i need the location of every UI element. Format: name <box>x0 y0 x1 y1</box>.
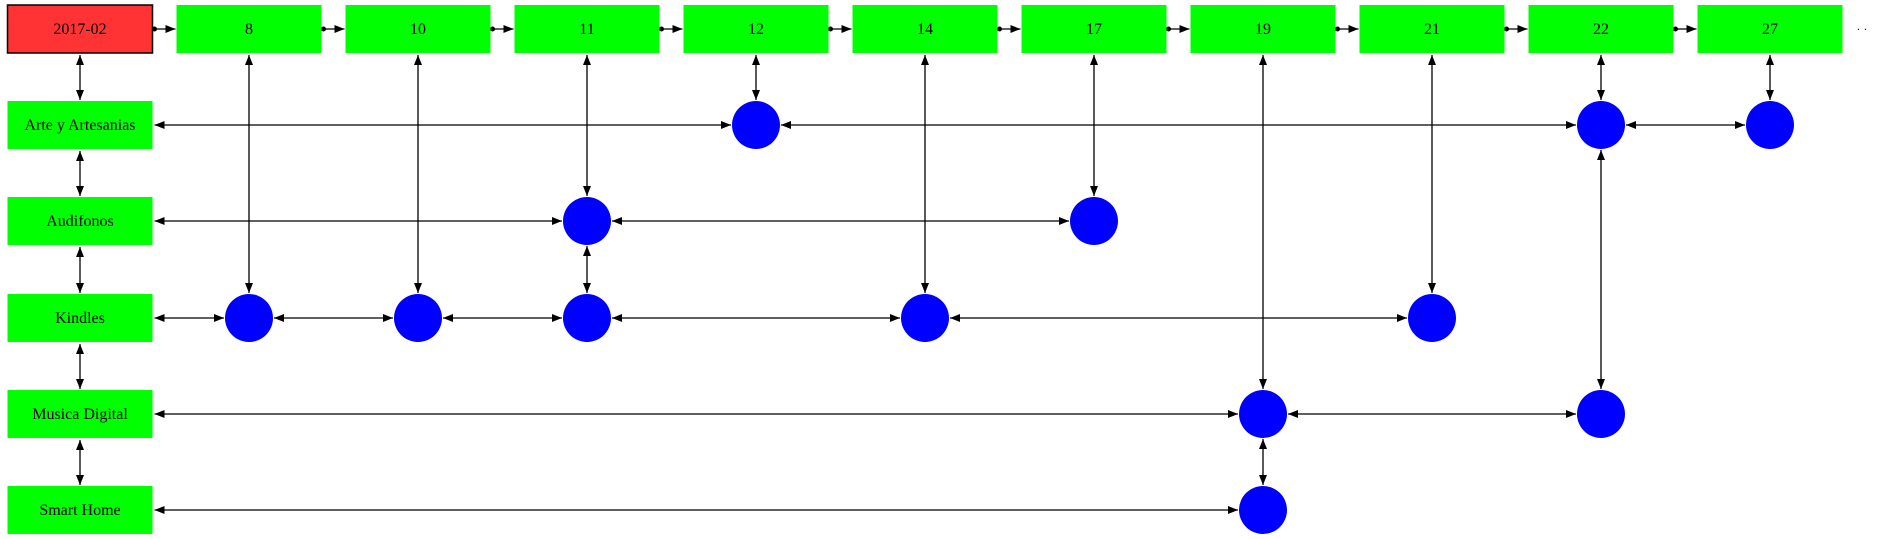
header-edge-2-diamond <box>490 26 495 32</box>
header-continuation-dots: · · <box>1857 22 1868 36</box>
day-node-17: 17 <box>1021 5 1167 53</box>
header-edge-9-diamond <box>1673 26 1678 32</box>
day-node-27-box <box>1697 5 1843 53</box>
day-node-17-label: 17 <box>1086 21 1102 38</box>
day-node-8-box <box>176 5 322 53</box>
day-node-27: 27 <box>1697 5 1843 53</box>
day-node-11-label: 11 <box>579 21 594 38</box>
dot-arte-y-artesanias-27 <box>1746 101 1794 149</box>
header-edge-1-diamond <box>321 26 326 32</box>
day-node-10: 10 <box>345 5 491 53</box>
day-node-22-box <box>1528 5 1674 53</box>
category-node-kindles: Kindles <box>7 294 153 342</box>
dot-kindles-21 <box>1408 294 1456 342</box>
day-node-12: 12 <box>683 5 829 53</box>
header-edge-6-diamond <box>1166 26 1171 32</box>
day-node-8-label: 8 <box>245 21 253 38</box>
day-node-21-box <box>1359 5 1505 53</box>
category-node-smart-home-label: Smart Home <box>39 502 120 519</box>
day-node-10-box <box>345 5 491 53</box>
header-edge-8-diamond <box>1504 26 1509 32</box>
day-node-22: 22 <box>1528 5 1674 53</box>
header-edge-5-diamond <box>997 26 1002 32</box>
day-node-14-label: 14 <box>917 21 933 38</box>
header-edge-3-diamond <box>659 26 664 32</box>
edges <box>76 25 1774 514</box>
day-node-10-label: 10 <box>410 21 426 38</box>
day-node-14: 14 <box>852 5 998 53</box>
category-node-arte-y-artesanias-label: Arte y Artesanias <box>24 117 135 134</box>
dot-audifonos-17 <box>1070 197 1118 245</box>
day-node-21-label: 21 <box>1424 21 1440 38</box>
root-node: 2017-02 <box>6 4 154 54</box>
category-node-musica-digital: Musica Digital <box>7 390 153 438</box>
day-node-14-box <box>852 5 998 53</box>
root-node-box <box>6 4 154 54</box>
day-node-19-box <box>1190 5 1336 53</box>
dot-kindles-10 <box>394 294 442 342</box>
day-node-17-box <box>1021 5 1167 53</box>
day-node-22-label: 22 <box>1593 21 1609 38</box>
day-node-21: 21 <box>1359 5 1505 53</box>
category-node-musica-digital-label: Musica Digital <box>32 406 128 423</box>
day-node-12-label: 12 <box>748 21 764 38</box>
day-node-11: 11 <box>514 5 660 53</box>
header-edge-7-diamond <box>1335 26 1340 32</box>
day-node-11-box <box>514 5 660 53</box>
category-node-arte-y-artesanias: Arte y Artesanias <box>7 101 153 149</box>
dot-kindles-14 <box>901 294 949 342</box>
dot-kindles-11 <box>563 294 611 342</box>
category-node-audifonos: Audifonos <box>7 197 153 245</box>
category-node-audifonos-box <box>7 197 153 245</box>
category-node-smart-home: Smart Home <box>7 486 153 534</box>
dot-musica-digital-19 <box>1239 390 1287 438</box>
dot-musica-digital-22 <box>1577 390 1625 438</box>
category-node-kindles-box <box>7 294 153 342</box>
category-node-musica-digital-box <box>7 390 153 438</box>
category-node-audifonos-label: Audifonos <box>46 213 114 230</box>
category-node-kindles-label: Kindles <box>55 310 105 327</box>
dot-arte-y-artesanias-12 <box>732 101 780 149</box>
header-edge-4-diamond <box>828 26 833 32</box>
dot-smart-home-19 <box>1239 486 1287 534</box>
dot-arte-y-artesanias-22 <box>1577 101 1625 149</box>
day-node-27-label: 27 <box>1762 21 1778 38</box>
root-node-label: 2017-02 <box>53 21 106 38</box>
day-node-19-label: 19 <box>1255 21 1271 38</box>
dot-kindles-8 <box>225 294 273 342</box>
category-node-arte-y-artesanias-box <box>7 101 153 149</box>
day-node-12-box <box>683 5 829 53</box>
category-node-smart-home-box <box>7 486 153 534</box>
day-node-8: 8 <box>176 5 322 53</box>
dot-audifonos-11 <box>563 197 611 245</box>
day-node-19: 19 <box>1190 5 1336 53</box>
